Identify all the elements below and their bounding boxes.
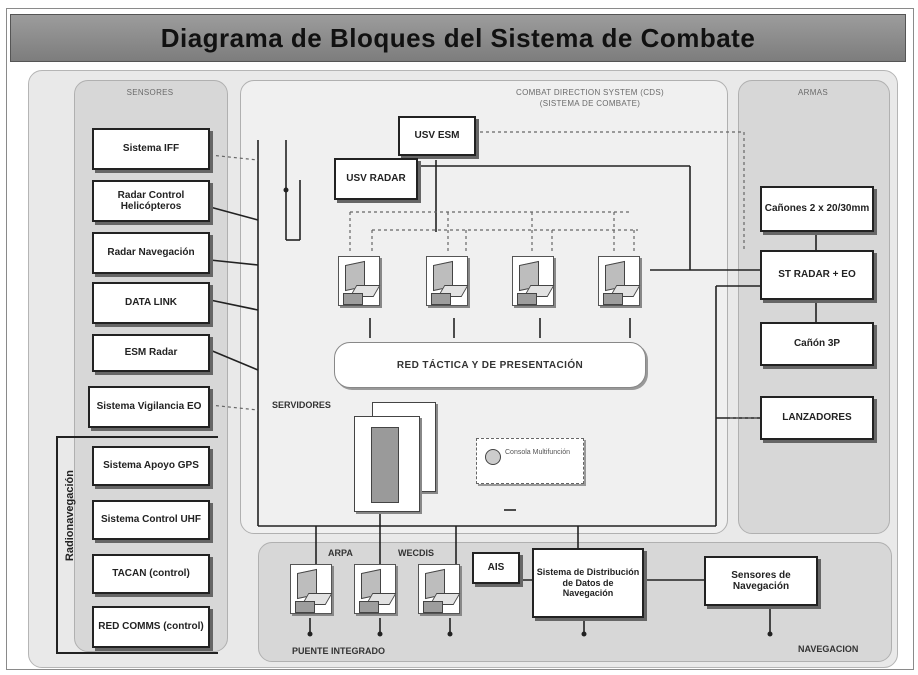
com-comms-box: RED COMMS (control) — [92, 606, 210, 648]
sistema-control-uhf-box: Sistema Control UHF — [92, 500, 210, 540]
console-1 — [338, 256, 381, 306]
tacan-box: TACAN (control) — [92, 554, 210, 594]
cds-panel-sublabel: (SISTEMA DE COMBATE) — [539, 99, 641, 108]
sensors-panel-label: SENSORES — [126, 88, 174, 97]
server-unit-icon — [371, 427, 399, 503]
console-4 — [598, 256, 641, 306]
weapons-panel-label: ARMAS — [798, 88, 828, 97]
console-3 — [512, 256, 555, 306]
arpa-label: ARPA — [328, 548, 353, 558]
lanzadores-box: LANZADORES — [760, 396, 874, 440]
st-radar-box: ST RADAR + EO — [760, 250, 874, 300]
navegacion-label: NAVEGACION — [798, 644, 859, 654]
console-description: Consola Multifunción — [505, 449, 570, 456]
title-bar: Diagrama de Bloques del Sistema de Comba… — [10, 14, 906, 62]
sistema-distribucion-box: Sistema de Distribución de Datos de Nave… — [532, 548, 644, 618]
data-link-box: DATA LINK — [92, 282, 210, 324]
canon-3p-box: Cañón 3P — [760, 322, 874, 366]
console-2 — [426, 256, 469, 306]
cds-panel-label: COMBAT DIRECTION SYSTEM (CDS) — [516, 88, 664, 97]
puente-console-3 — [418, 564, 461, 614]
red-tactica-bar: RED TÁCTICA Y DE PRESENTACIÓN — [334, 342, 646, 388]
diagram-title: Diagrama de Bloques del Sistema de Comba… — [160, 22, 756, 53]
sensores-navegacion-box: Sensores de Navegación — [704, 556, 818, 606]
sistema-vigilancia-eo-box: Sistema Vigilancia EO — [88, 386, 210, 428]
puente-console-2 — [354, 564, 397, 614]
radar-control-helicopteros-box: Radar Control Helicópteros — [92, 180, 210, 222]
wecdis-label: WECDIS — [398, 548, 434, 558]
radionavegacion-label: Radionavegación — [64, 470, 76, 562]
server-rack-front — [354, 416, 420, 512]
radar-navegacion-box: Radar Navegación — [92, 232, 210, 274]
radionavegacion-bracket — [56, 436, 218, 654]
puente-console-1 — [290, 564, 333, 614]
usv-radar-box: USV RADAR — [334, 158, 418, 200]
usv-esm-box: USV ESM — [398, 116, 476, 156]
puente-integrado-label: PUENTE INTEGRADO — [292, 646, 386, 656]
servidores-label: SERVIDORES — [272, 400, 331, 410]
esm-radar-box: ESM Radar — [92, 334, 210, 372]
weapons-panel — [738, 80, 890, 534]
console-legend: Consola Multifunción — [476, 438, 584, 484]
ais-box: AIS — [472, 552, 520, 584]
canones-box: Cañones 2 x 20/30mm — [760, 186, 874, 232]
sistema-apoyo-gps-box: Sistema Apoyo GPS — [92, 446, 210, 486]
operator-icon — [485, 449, 501, 465]
sistema-iff-box: Sistema IFF — [92, 128, 210, 170]
